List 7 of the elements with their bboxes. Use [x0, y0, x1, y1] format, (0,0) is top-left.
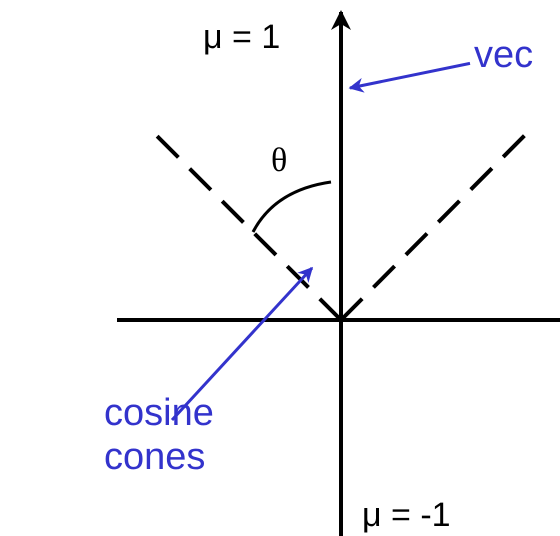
- callout-text: cosine cones: [104, 392, 264, 480]
- axis-label: μ = -1: [362, 498, 451, 532]
- axis-label: μ = 1: [203, 20, 280, 54]
- leader-line: [348, 62, 470, 93]
- leader-line: [170, 266, 314, 422]
- angle-label: θ: [271, 144, 288, 178]
- callout-text: vec: [474, 36, 534, 74]
